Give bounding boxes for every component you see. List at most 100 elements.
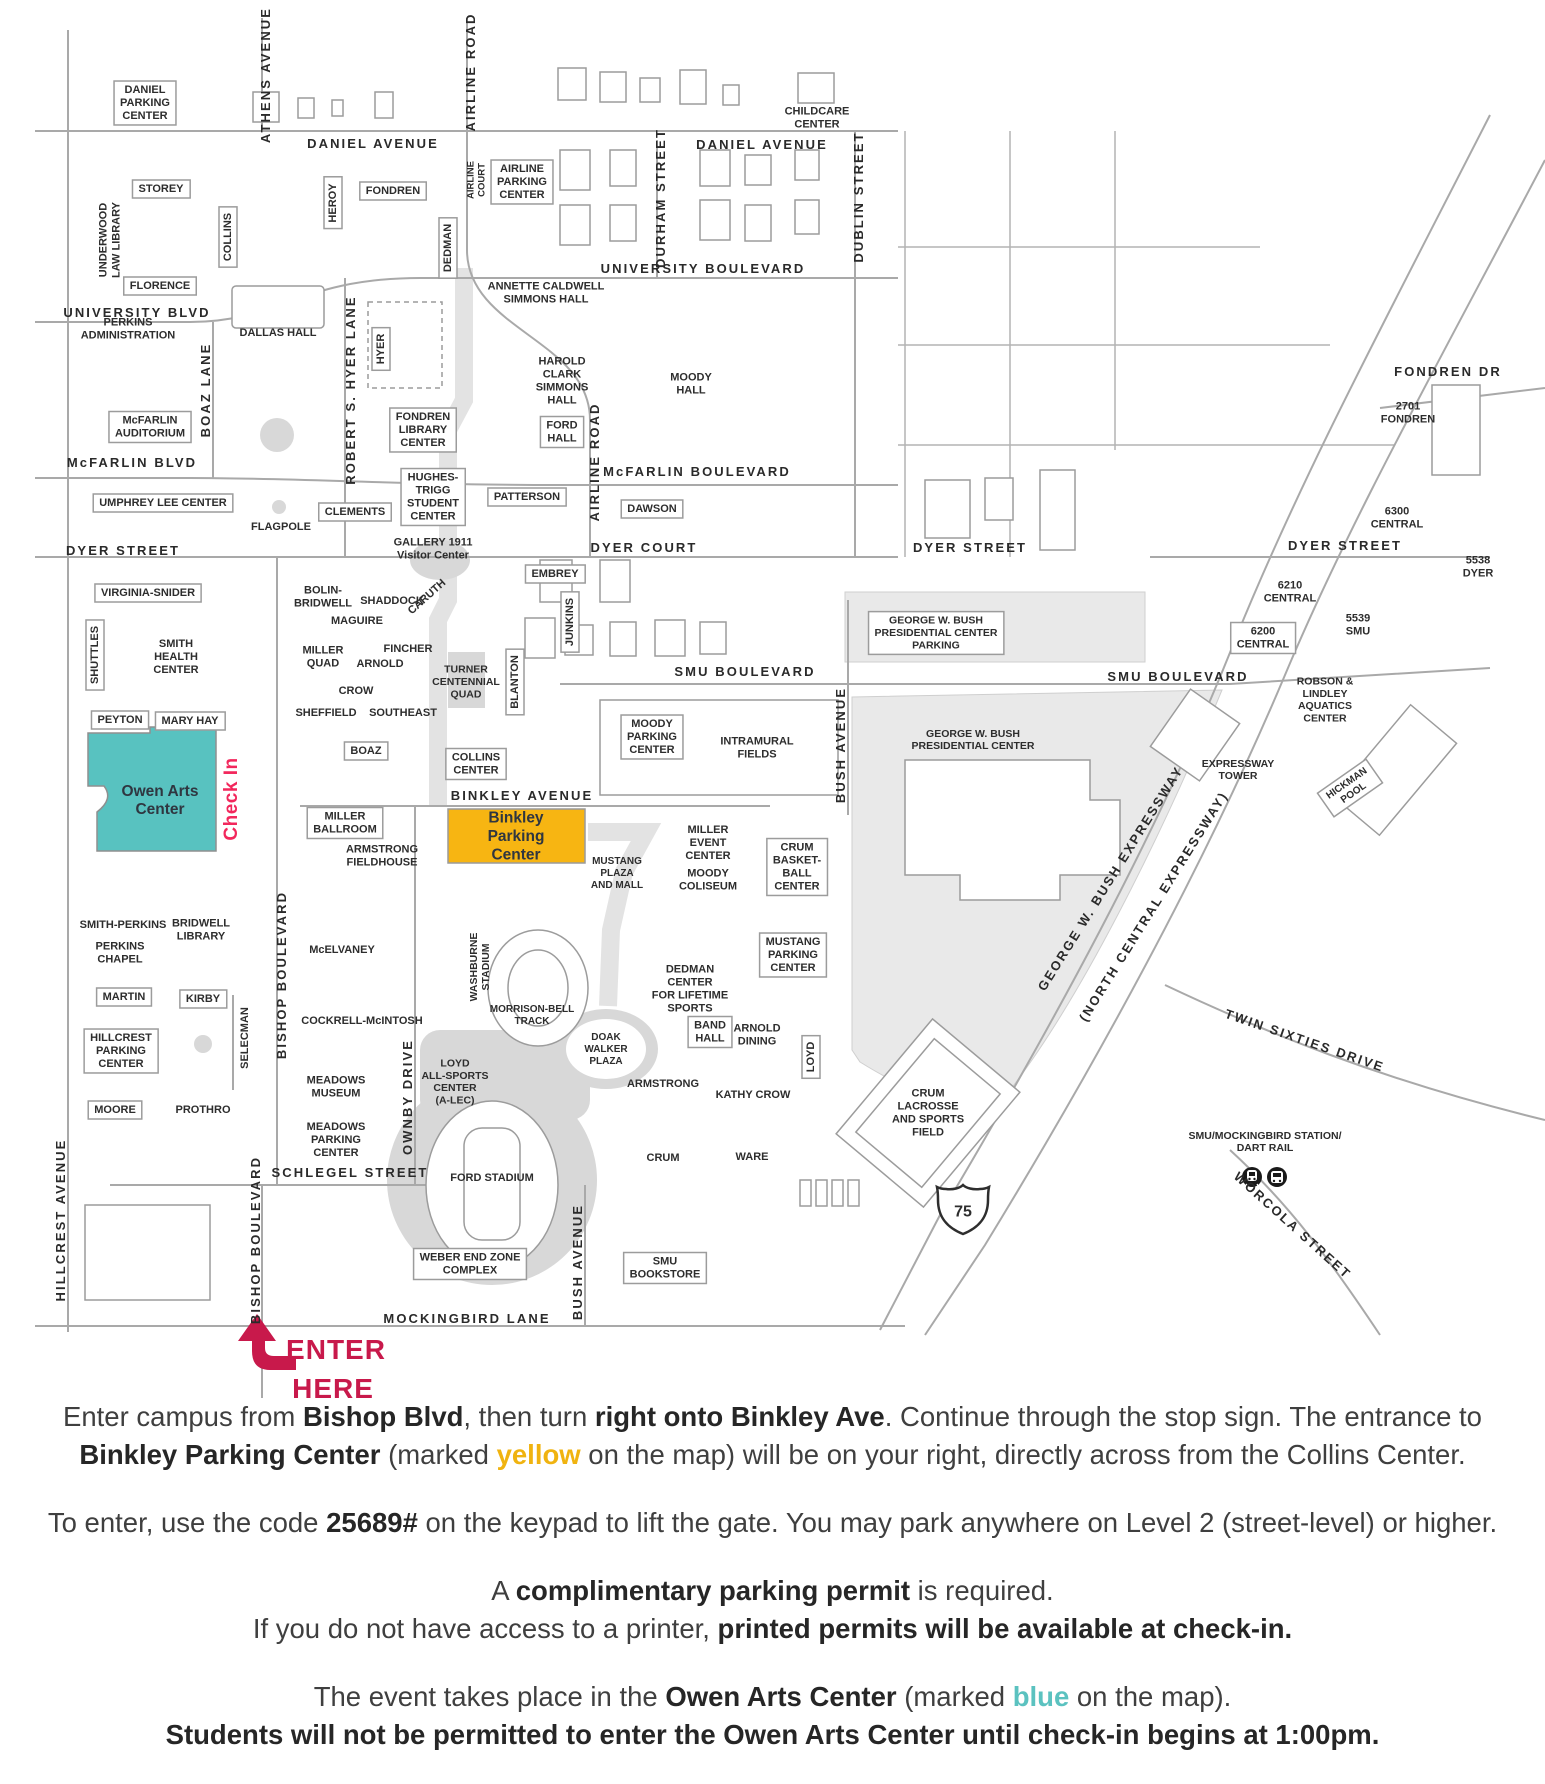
svg-text:FONDREN DR: FONDREN DR: [1394, 364, 1502, 379]
svg-text:DANIEL AVENUE: DANIEL AVENUE: [696, 137, 828, 152]
svg-text:COLLINS: COLLINS: [222, 213, 234, 261]
svg-text:McFARLIN BLVD: McFARLIN BLVD: [67, 455, 197, 470]
map-label: Check In: [221, 757, 242, 840]
svg-text:BISHOP BOULEVARD: BISHOP BOULEVARD: [248, 1156, 263, 1324]
map-label: SMU BOULEVARD: [1107, 669, 1246, 684]
map-label: PROTHRO: [176, 1104, 231, 1116]
map-label: BISHOP BOULEVARD: [248, 1156, 263, 1324]
svg-text:McELVANEY: McELVANEY: [309, 944, 375, 956]
map-label: DEDMAN: [438, 217, 458, 279]
svg-text:FONDREN: FONDREN: [366, 185, 420, 197]
kirby-courtyard-dot: [194, 1035, 212, 1053]
instruction-line: The event takes place in the Owen Arts C…: [30, 1678, 1515, 1716]
map-label: CROW: [339, 685, 374, 697]
alec-plaza: [420, 1030, 590, 1120]
svg-text:BUSH AVENUE: BUSH AVENUE: [570, 1204, 585, 1320]
svg-text:DALLAS HALL: DALLAS HALL: [240, 327, 317, 339]
svg-text:BINKLEY AVENUE: BINKLEY AVENUE: [451, 788, 594, 803]
svg-text:ARMSTRONG: ARMSTRONG: [627, 1078, 699, 1090]
map-label: BOLIN-BRIDWELL: [294, 585, 352, 610]
map-label: SELECMAN: [239, 1007, 251, 1069]
svg-text:BOAZ LANE: BOAZ LANE: [198, 343, 213, 438]
instruction-text-segment: printed permits will be available at che…: [717, 1613, 1293, 1644]
gallery-walk-plaza: [410, 540, 470, 580]
svg-text:WARE: WARE: [736, 1151, 769, 1163]
instruction-text-segment: If you do not have access to a printer,: [252, 1613, 718, 1644]
svg-text:DYER STREET: DYER STREET: [1288, 538, 1402, 553]
svg-text:MARY HAY: MARY HAY: [161, 715, 219, 727]
svg-text:UNDERWOODLAW LIBRARY: UNDERWOODLAW LIBRARY: [98, 201, 123, 278]
map-label: KATHY CROW: [716, 1089, 791, 1101]
us-75-number: 75: [954, 1204, 972, 1221]
svg-text:AIRLINECOURT: AIRLINECOURT: [465, 161, 487, 199]
svg-text:STOREY: STOREY: [138, 183, 184, 195]
svg-text:CRUM: CRUM: [647, 1152, 680, 1164]
map-label: DUBLIN STREET: [851, 131, 866, 262]
instructions: Enter campus from Bishop Blvd, then turn…: [0, 1398, 1545, 1784]
map-label: ROBERT S. HYER LANE: [343, 295, 358, 484]
svg-text:HYER: HYER: [375, 334, 387, 365]
bus-icon: [1267, 1167, 1287, 1187]
svg-text:SELECMAN: SELECMAN: [239, 1007, 251, 1069]
enter-here-arrow: [238, 1314, 296, 1370]
mustang-mall-walkway: [588, 823, 662, 1007]
svg-text:DANIEL AVENUE: DANIEL AVENUE: [307, 136, 439, 151]
map-label: BUSH AVENUE: [570, 1204, 585, 1320]
instruction-text-segment: , then turn: [463, 1401, 595, 1432]
map-label: ARNOLD: [356, 658, 403, 670]
instruction-text-segment: on the map) will be on your right, direc…: [580, 1439, 1466, 1470]
map-label: AIRLINECOURT: [465, 161, 487, 199]
map-label: FORD STADIUM: [450, 1172, 534, 1184]
instruction-text-segment: To enter, use the code: [47, 1507, 327, 1538]
svg-text:HERE: HERE: [292, 1373, 374, 1399]
svg-text:McFARLIN BOULEVARD: McFARLIN BOULEVARD: [603, 464, 791, 479]
map-label: AIRLINE ROAD: [587, 402, 602, 521]
crum-lacrosse-field-outline: [835, 1017, 1021, 1209]
map-label: FLAGPOLE: [251, 521, 311, 533]
map-label: KIRBY: [179, 989, 228, 1009]
svg-text:LOYD: LOYD: [805, 1042, 817, 1073]
svg-text:WORCOLA STREET: WORCOLA STREET: [1231, 1168, 1354, 1281]
instruction-text-segment: Enter campus from: [63, 1401, 303, 1432]
svg-text:MOCKINGBIRD LANE: MOCKINGBIRD LANE: [383, 1311, 550, 1326]
svg-text:OWNBY DRIVE: OWNBY DRIVE: [400, 1039, 415, 1155]
map-label: WORCOLA STREET: [1231, 1168, 1354, 1281]
instruction-paragraph: A complimentary parking permit is requir…: [30, 1572, 1515, 1648]
